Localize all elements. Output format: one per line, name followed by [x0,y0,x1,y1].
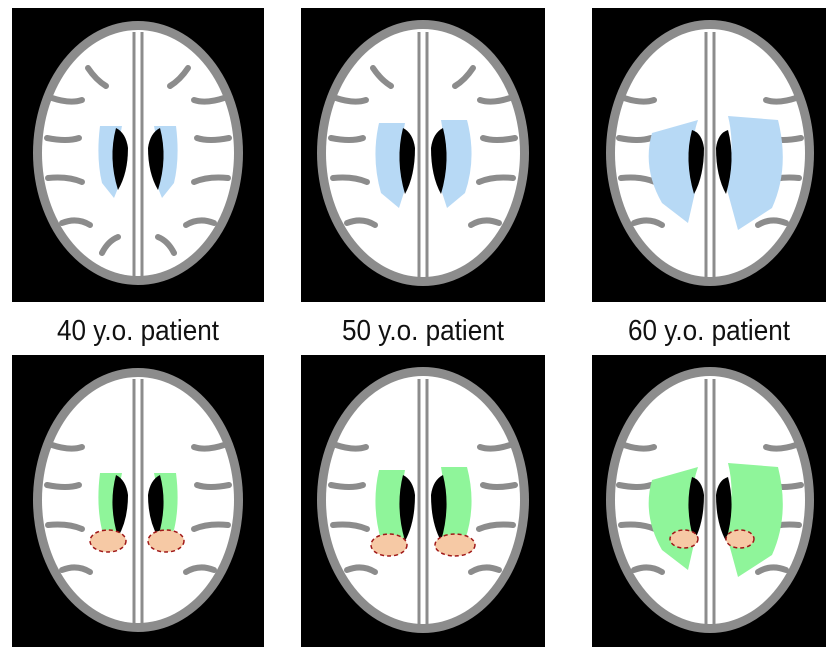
brain-axial-slice-icon [33,368,243,632]
caption-60: 60 y.o. patient [627,315,791,347]
brain-axial-slice-icon [317,20,529,286]
white-matter-lesion-icon [375,123,407,208]
brain-axial-slice-icon [33,21,243,285]
caption-40: 40 y.o. patient [56,315,220,347]
brain-axial-slice-icon [606,20,814,286]
brain-panel-top-60 [592,8,826,302]
brain-panel-top-50 [301,8,545,302]
brain-panel-bottom-60 [592,355,826,647]
brain-axial-slice-icon [317,367,529,633]
caption-50: 50 y.o. patient [341,315,505,347]
brain-panel-top-40 [12,8,264,302]
white-matter-lesion-icon [726,116,783,230]
white-matter-lesion-icon [375,470,407,555]
brain-panel-bottom-40 [12,355,264,647]
white-matter-lesion-icon [439,467,472,555]
brain-axial-slice-icon [606,367,814,633]
white-matter-lesion-icon [439,120,472,208]
white-matter-lesion-icon [648,120,698,223]
brain-panel-bottom-50 [301,355,545,647]
